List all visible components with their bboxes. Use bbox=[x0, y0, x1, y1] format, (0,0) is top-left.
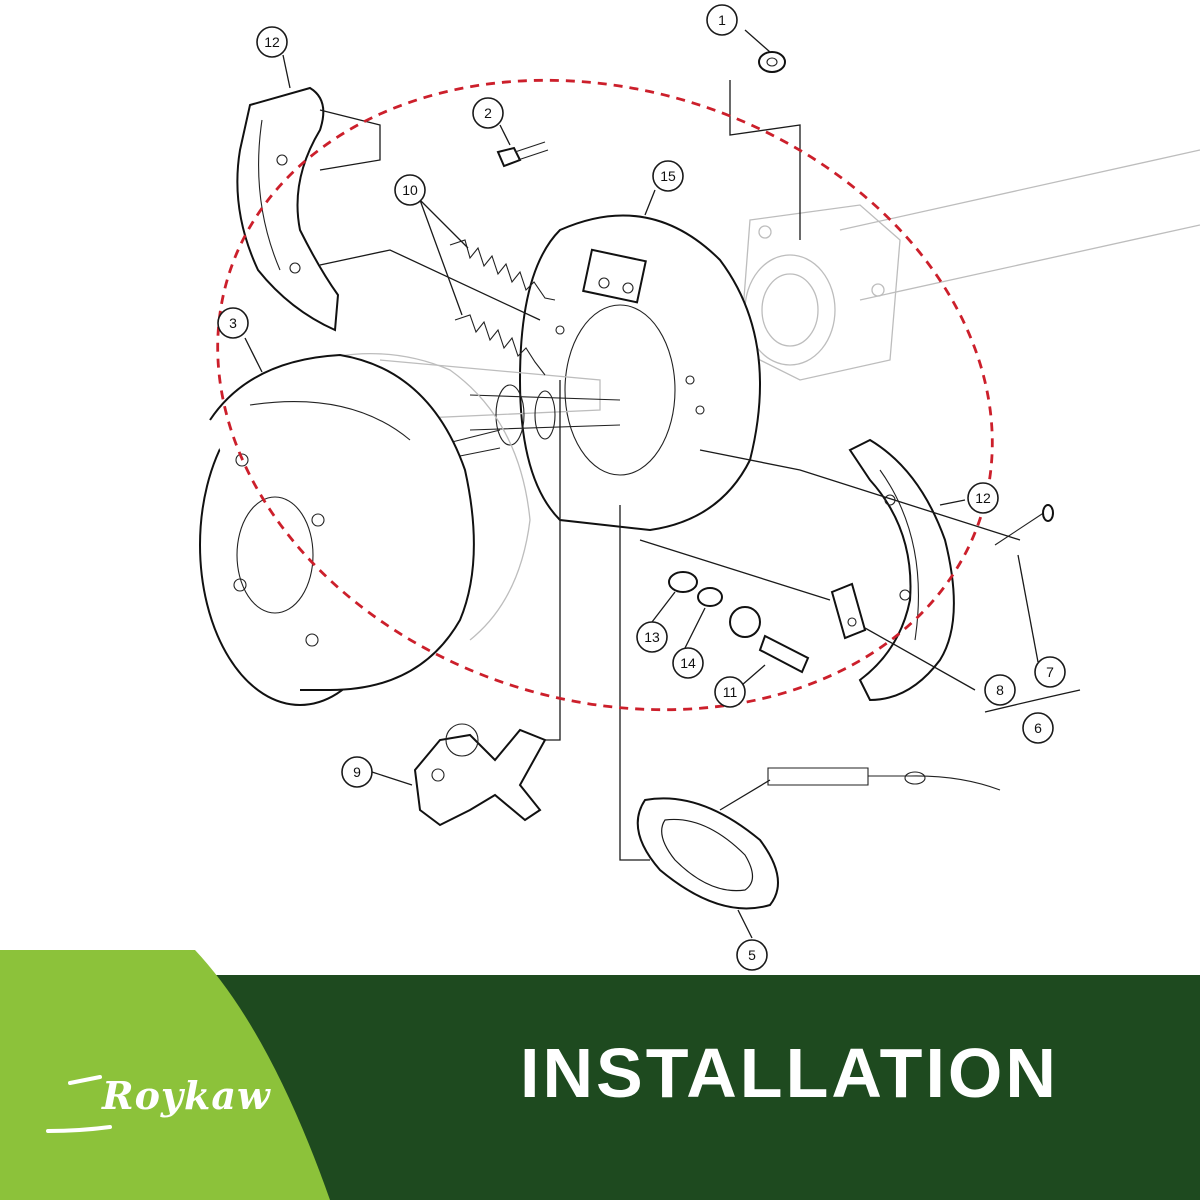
bottom-banner: Roykaw INSTALLATION bbox=[0, 950, 1200, 1200]
logo-mark-icon bbox=[46, 1075, 112, 1133]
brake-lever-bracket bbox=[413, 723, 547, 827]
backing-plate bbox=[518, 214, 761, 532]
callout-1: 1 bbox=[706, 4, 738, 36]
brand-logo: Roykaw bbox=[40, 1065, 280, 1145]
brake-shoe-upper bbox=[236, 86, 340, 332]
callout-2: 2 bbox=[472, 97, 504, 129]
bolt bbox=[496, 141, 549, 168]
brake-drum bbox=[199, 352, 531, 706]
callout-7: 7 bbox=[1034, 656, 1066, 688]
svg-text:3: 3 bbox=[229, 315, 237, 331]
svg-text:9: 9 bbox=[353, 764, 361, 780]
return-springs bbox=[449, 239, 556, 376]
callout-9: 9 bbox=[341, 756, 373, 788]
svg-text:1: 1 bbox=[718, 12, 726, 28]
svg-text:11: 11 bbox=[723, 684, 738, 700]
brake-shoe-lower bbox=[848, 438, 955, 702]
svg-text:13: 13 bbox=[644, 629, 660, 645]
svg-text:10: 10 bbox=[402, 182, 418, 198]
logo-wordmark: Roykaw bbox=[102, 1073, 271, 1118]
highlight-ellipse bbox=[216, 78, 994, 712]
svg-text:6: 6 bbox=[1034, 720, 1042, 736]
leader-lines bbox=[244, 29, 1081, 939]
svg-text:7: 7 bbox=[1046, 664, 1054, 680]
svg-text:12: 12 bbox=[264, 34, 280, 50]
banner-green-swoosh bbox=[0, 950, 330, 1200]
hold-down-pin bbox=[994, 504, 1054, 546]
callout-5: 5 bbox=[736, 939, 768, 971]
rubber-boot bbox=[636, 797, 779, 910]
svg-text:2: 2 bbox=[484, 105, 492, 121]
callout-6: 6 bbox=[1022, 712, 1054, 744]
svg-text:12: 12 bbox=[975, 490, 991, 506]
svg-text:14: 14 bbox=[680, 655, 696, 671]
callout-11: 11 bbox=[714, 676, 746, 708]
axle-housing bbox=[739, 149, 1200, 381]
callout-12-upper: 12 bbox=[256, 26, 288, 58]
callout-14: 14 bbox=[672, 647, 704, 679]
callout-8: 8 bbox=[984, 674, 1016, 706]
callout-3: 3 bbox=[217, 307, 249, 339]
svg-text:8: 8 bbox=[996, 682, 1004, 698]
adjuster-assembly bbox=[668, 571, 810, 674]
axle-shaft bbox=[379, 359, 621, 461]
nut bbox=[758, 51, 786, 73]
callout-10: 10 bbox=[394, 174, 426, 206]
banner-title: INSTALLATION bbox=[520, 1034, 1059, 1112]
exploded-parts-diagram: 1 2 3 5 6 7 8 9 10 11 12 12 13 14 15 bbox=[199, 4, 1200, 971]
brake-cable bbox=[767, 767, 1001, 791]
anchor-plate bbox=[830, 582, 867, 640]
callout-13: 13 bbox=[636, 621, 668, 653]
callout-12-lower: 12 bbox=[967, 482, 999, 514]
svg-text:5: 5 bbox=[748, 947, 756, 963]
callout-15: 15 bbox=[652, 160, 684, 192]
svg-text:15: 15 bbox=[660, 168, 676, 184]
